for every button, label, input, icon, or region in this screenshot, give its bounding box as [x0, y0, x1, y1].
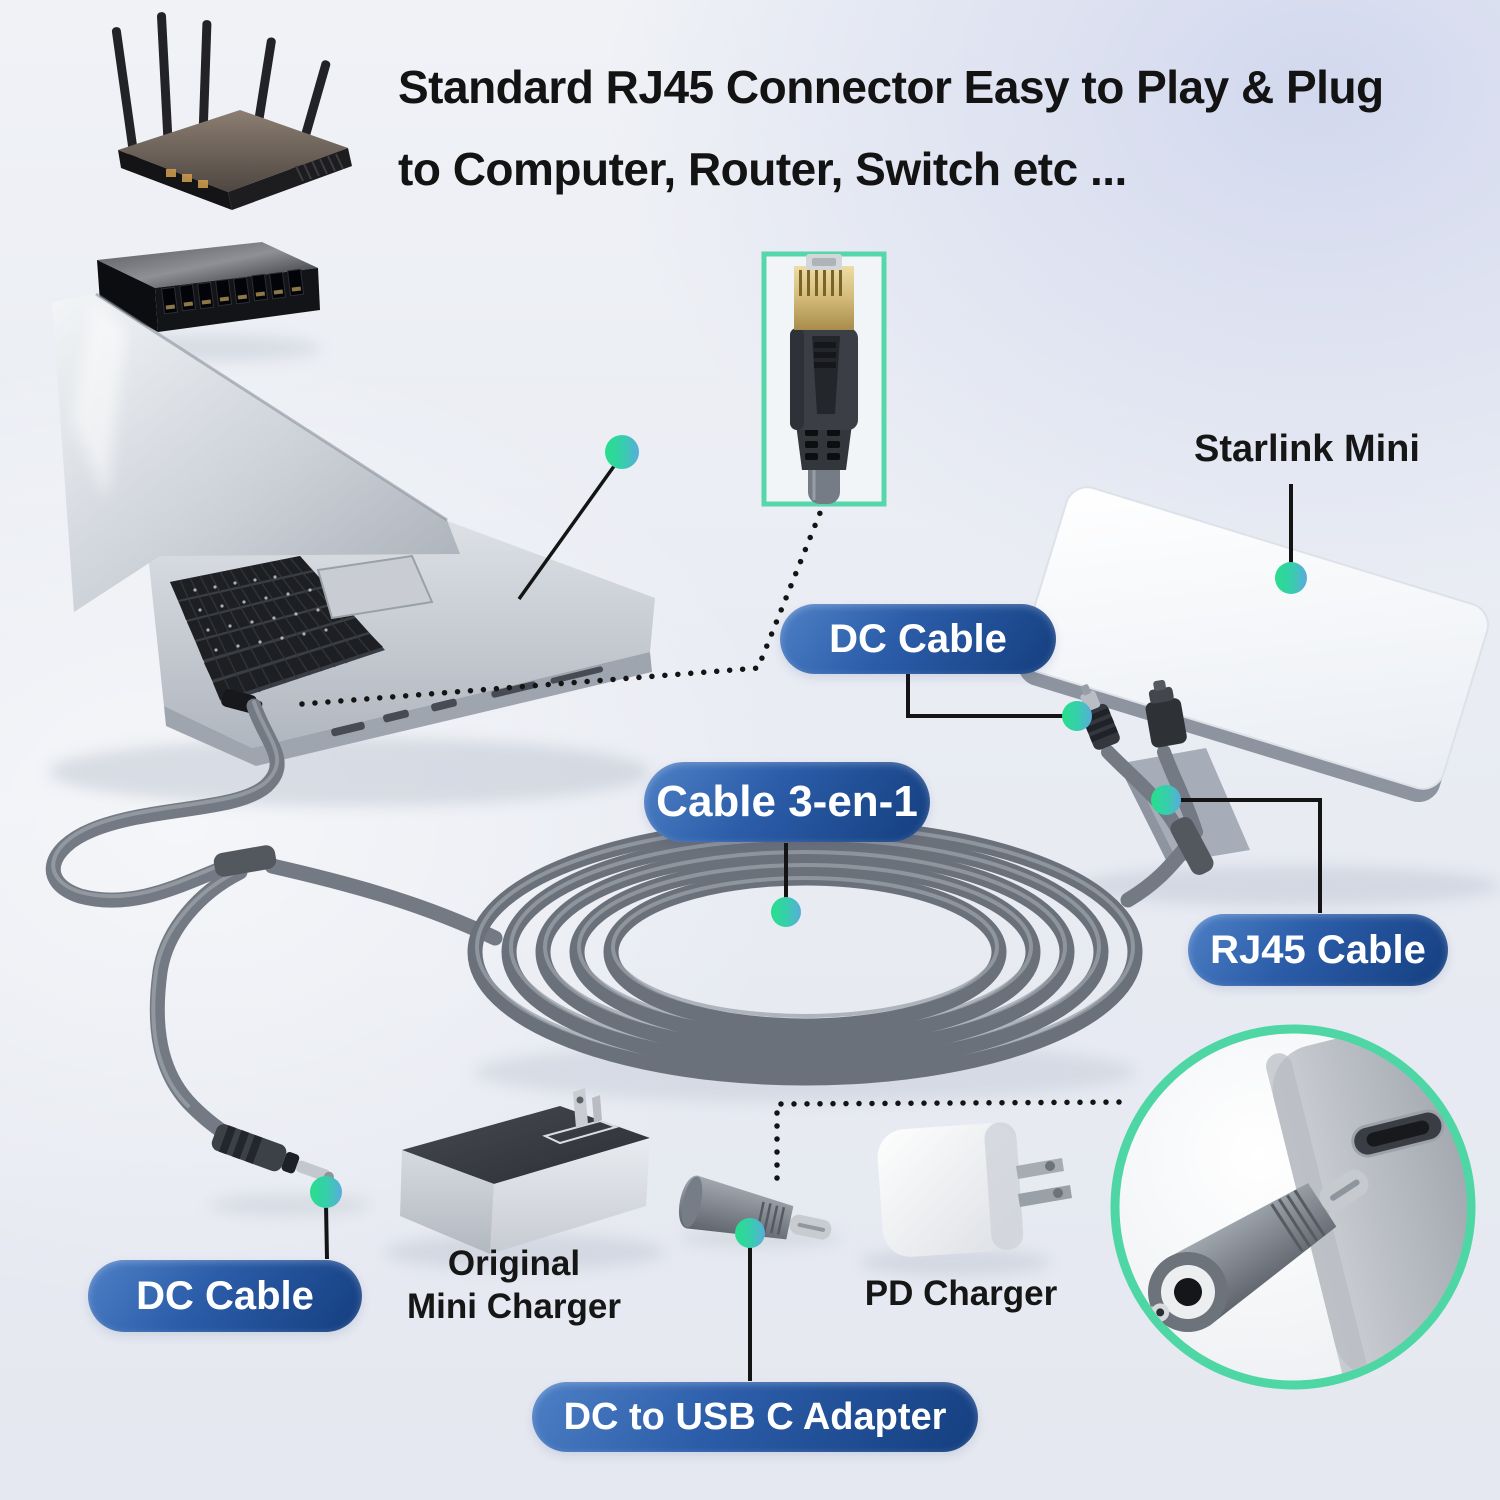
cable-inline-junction: [213, 845, 277, 877]
marker-dot-laptop: [605, 435, 639, 469]
callout-line-laptop: [517, 453, 624, 601]
marker-dot-adapter: [735, 1218, 765, 1248]
dotted-path-adapter-to-inset: [774, 1099, 1131, 1181]
badge-dc-cable-bottom: DC Cable: [88, 1260, 362, 1332]
badge-dc-to-usb-c-adapter: DC to USB C Adapter: [532, 1382, 978, 1452]
router-vents: [295, 153, 344, 182]
label-pd-charger: PD Charger: [864, 1274, 1058, 1313]
dc-barrel-connector-bottom: [211, 1124, 334, 1182]
laptop: [52, 292, 655, 766]
laptop-ports: [331, 666, 604, 737]
badge-cable-3-in-1: Cable 3-en-1: [644, 762, 930, 842]
dotted-path-laptop-to-rj45: [299, 505, 825, 707]
laptop-trackpad: [316, 554, 434, 620]
marker-dot-rj45: [1151, 785, 1181, 815]
badge-rj45-cable: RJ45 Cable: [1188, 914, 1448, 986]
ethernet-switch: [97, 242, 320, 332]
marker-dot-coil: [771, 897, 801, 927]
headline-line-1: Standard RJ45 Connector Easy to Play & P…: [398, 61, 1384, 113]
label-original-line-2: Mini Charger: [407, 1287, 621, 1326]
cable-coil: [467, 818, 1143, 1086]
dotted-guides: [299, 505, 1131, 1181]
callout-lines: [324, 453, 1322, 1381]
label-original-mini-charger: Original Mini Charger: [380, 1242, 648, 1328]
starlink-mini-dish: [1017, 486, 1489, 862]
label-starlink-mini: Starlink Mini: [1194, 428, 1420, 470]
starlink-power-plug: [1145, 679, 1187, 748]
label-original-line-1: Original: [447, 1244, 581, 1283]
router-ports: [166, 169, 208, 188]
wifi-router: [111, 12, 352, 210]
callout-line-dc-bottom: [324, 1203, 329, 1260]
callout-line-dc-top: [906, 674, 1064, 718]
marker-dots: [310, 435, 1307, 1248]
pd-charger: [877, 1122, 1072, 1257]
dc-to-usb-c-adapter: [679, 1175, 832, 1240]
3-in-1-cable: [45, 698, 503, 1148]
marker-dot-dish: [1275, 562, 1307, 594]
marker-dot-dc-top: [1062, 701, 1092, 731]
rj45-connector-closeup: [790, 254, 858, 504]
laptop-lid: [52, 294, 460, 612]
original-mini-charger: [400, 1088, 650, 1254]
marker-dot-dc-bottom: [310, 1176, 342, 1208]
callout-line-rj45: [1178, 798, 1322, 913]
switch-ports: [161, 268, 305, 315]
y-splitter: [1170, 817, 1214, 875]
badge-dc-cable-top: DC Cable: [780, 604, 1056, 674]
headline-line-2: to Computer, Router, Switch etc ...: [398, 143, 1127, 195]
detail-inset: [1110, 1024, 1476, 1390]
